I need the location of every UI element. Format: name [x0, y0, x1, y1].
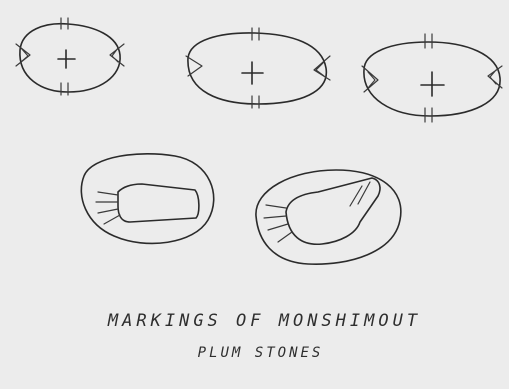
stone-sketch-2 [186, 28, 330, 108]
stone-sketch-4 [81, 154, 213, 244]
caption-subtitle: PLUM STONES [6, 345, 509, 361]
caption-title: MARKINGS OF MONSHIMOUT [10, 311, 509, 331]
stone-sketch-1 [16, 18, 124, 95]
stone-sketch-5 [256, 170, 401, 264]
stone-sketch-3 [362, 34, 502, 122]
